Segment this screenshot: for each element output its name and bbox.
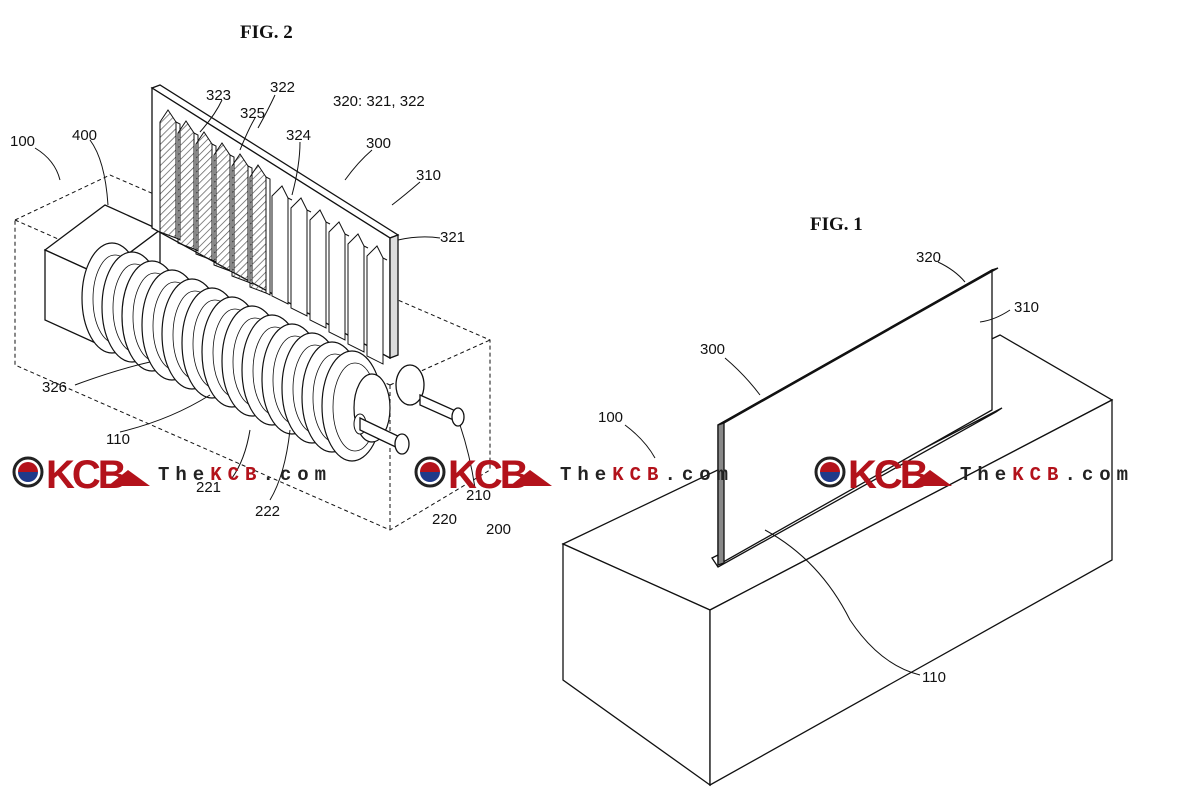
label-210: 210	[466, 487, 491, 504]
plain-blade	[271, 185, 293, 305]
watermark: KCB TheKCB.com	[414, 453, 734, 497]
watermark-swoosh	[510, 470, 552, 486]
fig2-rear-shaft	[395, 364, 465, 427]
watermark-swoosh	[108, 470, 150, 486]
fig1-drawing	[561, 261, 1114, 787]
label-321: 321	[440, 229, 465, 246]
plain-blade	[347, 233, 369, 353]
label-221: 221	[196, 479, 221, 496]
watermark-emblem-icon	[814, 456, 846, 488]
watermark-site: TheKCB.com	[560, 464, 734, 486]
label-220: 220	[432, 511, 457, 528]
label-324: 324	[286, 127, 311, 144]
label-300-fig1: 300	[700, 341, 725, 358]
label-200: 200	[486, 521, 511, 538]
label-323: 323	[206, 87, 231, 104]
label-326: 326	[42, 379, 67, 396]
plain-blade	[366, 245, 388, 365]
watermark-swoosh	[910, 470, 952, 486]
fig1-title: FIG. 1	[810, 214, 863, 235]
fig2-title: FIG. 2	[240, 22, 293, 43]
watermark-strip: KCB TheKCB.com KCB TheKCB.com KCB TheKCB.com	[12, 453, 1134, 497]
hatched-blade	[249, 164, 271, 296]
label-320-fig1: 320	[916, 249, 941, 266]
watermark: KCB TheKCB.com	[814, 453, 1134, 497]
watermark-site: TheKCB.com	[158, 464, 332, 486]
label-110-fig1: 110	[922, 669, 946, 686]
label-100-fig2: 100	[10, 133, 35, 150]
fig2-drawing	[14, 84, 491, 531]
hatched-blade	[177, 120, 199, 252]
plain-blade	[328, 221, 350, 341]
fig2-leader-lines	[34, 94, 476, 501]
fig2-plain-blades	[271, 185, 388, 365]
hatched-blade	[159, 109, 181, 241]
watermark-logo: KCB	[448, 453, 528, 497]
label-222: 222	[255, 503, 280, 520]
fig2-front-shaft	[359, 416, 410, 455]
label-322: 322	[270, 79, 295, 96]
hatched-blade	[195, 131, 217, 263]
watermark-emblem-icon	[12, 456, 44, 488]
hatched-blade	[213, 142, 235, 274]
label-300-fig2: 300	[366, 135, 391, 152]
label-110-fig2: 110	[106, 431, 130, 448]
fig2-cutter-roller	[81, 242, 391, 462]
plain-blade	[309, 209, 331, 329]
hatched-blade	[231, 153, 253, 285]
label-325: 325	[240, 105, 265, 122]
watermark-logo: KCB	[848, 453, 928, 497]
watermark-emblem-icon	[414, 456, 446, 488]
fig2-hatched-blades	[159, 109, 271, 296]
label-310-fig2: 310	[416, 167, 441, 184]
label-310-fig1: 310	[1014, 299, 1039, 316]
fig2-legend: 320: 321, 322	[333, 93, 425, 110]
fig1-leader-lines	[624, 261, 1011, 676]
label-400: 400	[72, 127, 97, 144]
watermark: KCB TheKCB.com	[12, 453, 332, 497]
plain-blade	[290, 197, 312, 317]
fig1-base-side	[709, 398, 1113, 787]
label-100-fig1: 100	[598, 409, 623, 426]
fig1-card-side-edge	[717, 422, 725, 566]
watermark-site: TheKCB.com	[960, 464, 1134, 486]
watermark-logo: KCB	[46, 453, 126, 497]
